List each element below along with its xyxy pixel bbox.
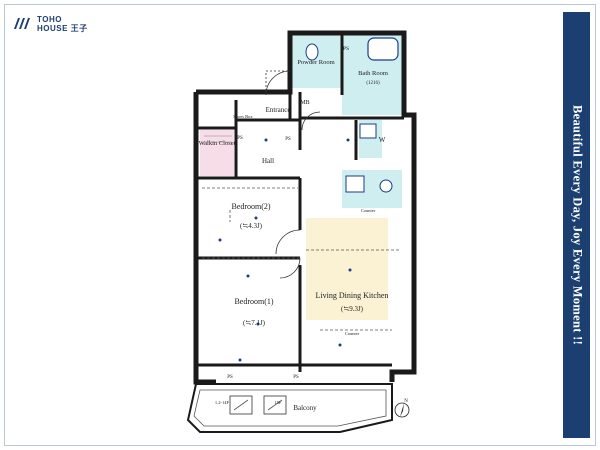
hall-label: Hall [262,157,274,165]
ps-entrance-label: PS [285,137,291,142]
ac-units [229,395,287,415]
kitchen-sink-icon [345,175,365,193]
powder-room-label: Powder Room [297,59,334,66]
sink-icon [359,123,377,139]
ldk-highlight [306,218,388,320]
walkin-closet-area [200,130,234,176]
brand-logo: TOHO HOUSE 王子 [12,10,88,38]
entrance-label: Entrance [266,106,291,114]
floor-plan: Powder Room Bath Room (1216) PS Entrance… [186,30,417,433]
ldk-size: (≒9.3J) [341,305,364,313]
ac2-label: 15F [274,400,282,405]
ps-bottom1-label: PS [227,375,233,380]
powder-room-area [292,35,342,88]
mb-label: MB [300,100,309,106]
door-swings [265,70,321,279]
interior-walls [198,35,404,372]
brand-name: TOHO HOUSE 王子 [37,15,88,33]
balcony-outline [186,383,393,433]
slogan-text: Beautiful Every Day, Joy Every Moment !! [570,104,584,346]
bedroom2-size: (≒4.3J) [240,222,263,230]
wic-label: Walkin Closet [199,140,236,147]
washer-label: W [379,136,386,144]
counter-label: Counter [361,208,376,213]
bedroom1-size: (≒7.1J) [243,319,266,327]
toilet-icon [305,43,319,61]
ps-top-label: PS [343,46,349,52]
brand-line-1: TOHO [37,15,62,24]
ps-bottom2-label: PS [293,375,299,380]
bedroom2-label: Bedroom(2) [231,202,270,211]
slogan-banner: Beautiful Every Day, Joy Every Moment !! [563,12,590,438]
light-points [218,138,352,362]
ps-wic-label: PS [237,136,243,141]
dashed-lines [202,187,400,331]
toho-logo-icon [14,18,30,29]
balcony-rail [193,389,387,427]
stove-icon [379,179,393,193]
counter2-label: Counter [345,331,360,336]
compass-icon: N [394,399,410,418]
ldk-label: Living Dining Kitchen [316,291,389,300]
bedroom1-label: Bedroom(1) [234,297,273,306]
page-frame [4,4,596,446]
bathtub-icon [367,37,399,61]
bath-room-size: (1216) [366,81,380,86]
brand-line-2: HOUSE 王子 [37,24,88,33]
bath-room-label: Bath Room [358,70,388,77]
compass-label: N [404,399,408,404]
balcony-label: Balcony [293,404,317,412]
outer-walls [193,30,417,385]
shoes-box-label: Shoes Box [233,114,253,119]
wic-shelf [204,135,232,143]
ac1-label: 1.2-14F [215,400,230,405]
